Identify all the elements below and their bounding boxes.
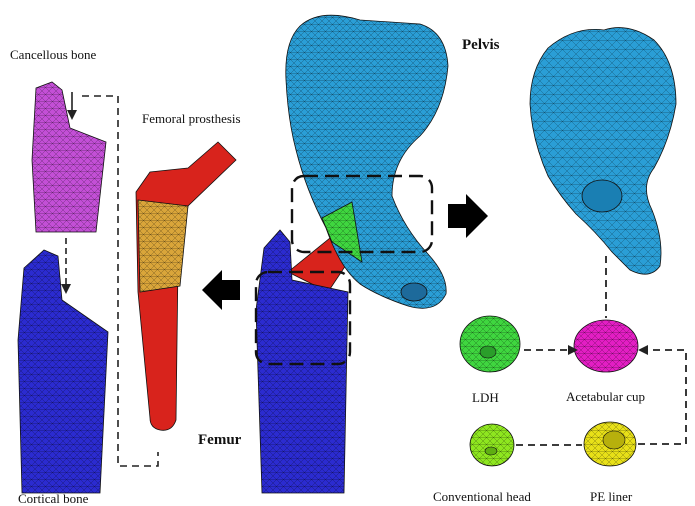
ldh-component (460, 316, 520, 372)
label-cortical-bone: Cortical bone (18, 492, 88, 505)
pelvis-right (530, 28, 676, 275)
label-cancellous-bone: Cancellous bone (10, 48, 96, 61)
label-pelvis: Pelvis (462, 38, 500, 53)
left-block-arrow (202, 270, 240, 310)
arrow-liner-to-cup (638, 350, 686, 444)
acetabular-cup-component (574, 320, 638, 372)
acetabulum (582, 180, 622, 212)
assembled-femur (256, 230, 352, 493)
conventional-head-component (470, 424, 514, 466)
pe-liner-component (584, 422, 636, 466)
label-femoral-prosthesis: Femoral prosthesis (142, 112, 241, 125)
cancellous-bone (32, 82, 106, 232)
obturator-foramen (401, 283, 427, 301)
label-conventional-head: Conventional head (433, 490, 531, 503)
right-block-arrow (448, 194, 488, 238)
label-ldh: LDH (472, 391, 499, 404)
label-femur: Femur (198, 433, 241, 448)
cortical-bone (18, 250, 108, 493)
label-pe-liner: PE liner (590, 490, 632, 503)
label-acetabular-cup: Acetabular cup (566, 390, 645, 403)
